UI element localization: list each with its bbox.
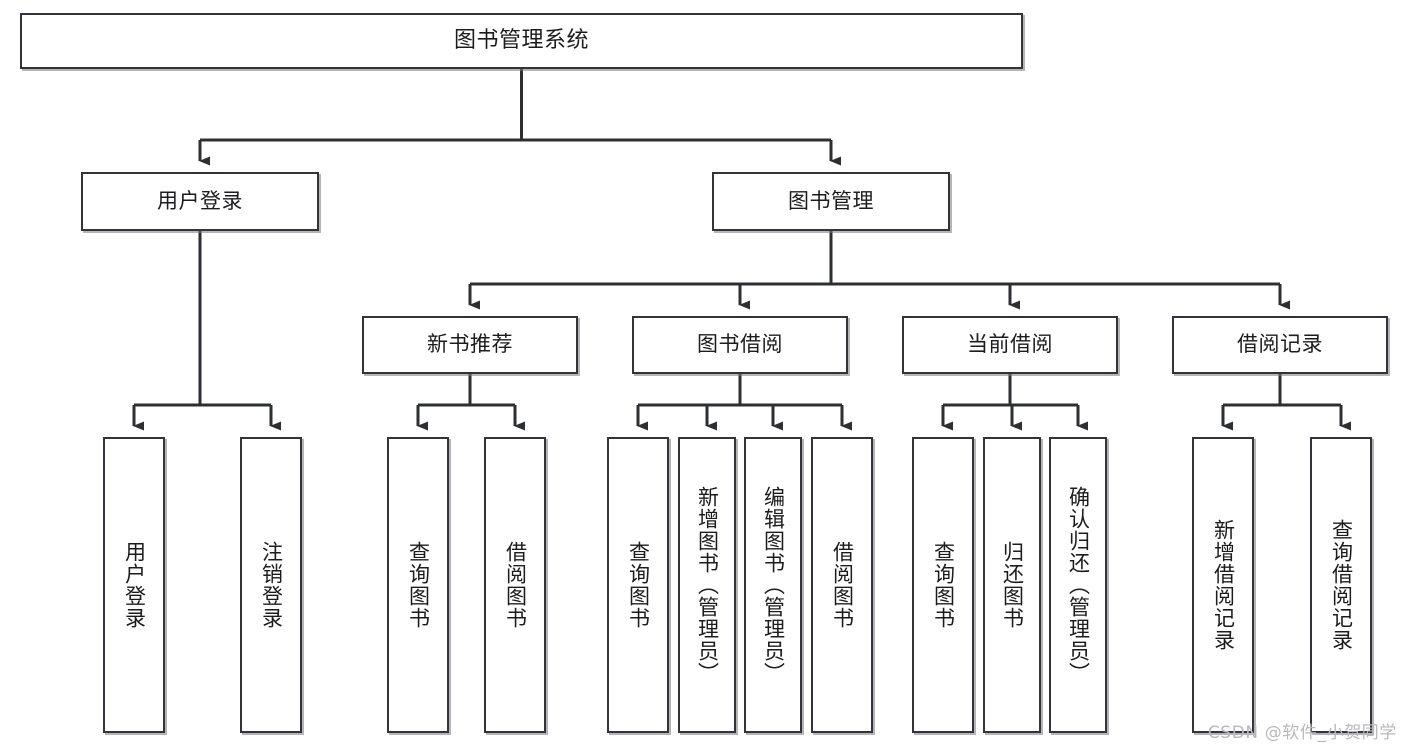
node-book-borrow[interactable]: 图书借阅 bbox=[632, 316, 848, 374]
node-book-manage[interactable]: 图书管理 bbox=[712, 172, 950, 231]
node-leaf-borrow-book-recommend[interactable]: 借阅图书 bbox=[484, 437, 546, 733]
node-label: 查询借阅记录 bbox=[1329, 519, 1354, 651]
node-label: 查询图书 bbox=[626, 541, 651, 629]
node-label: 图书管理系统 bbox=[453, 27, 589, 53]
node-label: 归还图书 bbox=[1000, 541, 1025, 629]
node-leaf-add-borrow-record[interactable]: 新增借阅记录 bbox=[1192, 437, 1254, 733]
node-current-borrow[interactable]: 当前借阅 bbox=[902, 316, 1118, 374]
node-leaf-borrow-book[interactable]: 借阅图书 bbox=[811, 437, 873, 733]
node-label: 借阅图书 bbox=[830, 541, 855, 629]
node-label: 新增借阅记录 bbox=[1211, 519, 1236, 651]
node-label: 编辑图书（管理员） bbox=[761, 486, 786, 684]
node-label: 新增图书（管理员） bbox=[695, 486, 720, 684]
node-leaf-user-login[interactable]: 用户登录 bbox=[103, 437, 165, 733]
node-leaf-query-book-recommend[interactable]: 查询图书 bbox=[387, 437, 449, 733]
csdn-watermark: CSDN @软件_小贺同学 bbox=[1207, 723, 1397, 743]
node-label: 当前借阅 bbox=[967, 332, 1053, 357]
node-leaf-query-book-current[interactable]: 查询图书 bbox=[912, 437, 974, 733]
node-label: 用户登录 bbox=[157, 188, 243, 213]
node-label: 查询图书 bbox=[931, 541, 956, 629]
node-leaf-confirm-return[interactable]: 确认归还（管理员） bbox=[1049, 437, 1107, 733]
node-label: 确认归还（管理员） bbox=[1066, 486, 1091, 684]
node-label: 注销登录 bbox=[259, 541, 284, 629]
node-label: 借阅记录 bbox=[1237, 332, 1323, 357]
node-new-book-recommend[interactable]: 新书推荐 bbox=[362, 316, 578, 374]
node-borrow-record[interactable]: 借阅记录 bbox=[1172, 316, 1388, 374]
node-leaf-edit-book[interactable]: 编辑图书（管理员） bbox=[744, 437, 802, 733]
node-leaf-return-book[interactable]: 归还图书 bbox=[983, 437, 1041, 733]
node-label: 图书借阅 bbox=[697, 332, 783, 357]
node-leaf-logout-login[interactable]: 注销登录 bbox=[240, 437, 302, 733]
node-user-login[interactable]: 用户登录 bbox=[81, 172, 319, 231]
node-leaf-query-book-borrow[interactable]: 查询图书 bbox=[607, 437, 669, 733]
node-label: 用户登录 bbox=[122, 541, 147, 629]
node-label: 借阅图书 bbox=[503, 541, 528, 629]
node-leaf-query-borrow-record[interactable]: 查询借阅记录 bbox=[1310, 437, 1372, 733]
node-label: 查询图书 bbox=[406, 541, 431, 629]
node-label: 图书管理 bbox=[788, 188, 874, 213]
node-root-book-management-system[interactable]: 图书管理系统 bbox=[20, 13, 1023, 69]
node-leaf-add-book[interactable]: 新增图书（管理员） bbox=[678, 437, 736, 733]
node-label: 新书推荐 bbox=[427, 332, 513, 357]
